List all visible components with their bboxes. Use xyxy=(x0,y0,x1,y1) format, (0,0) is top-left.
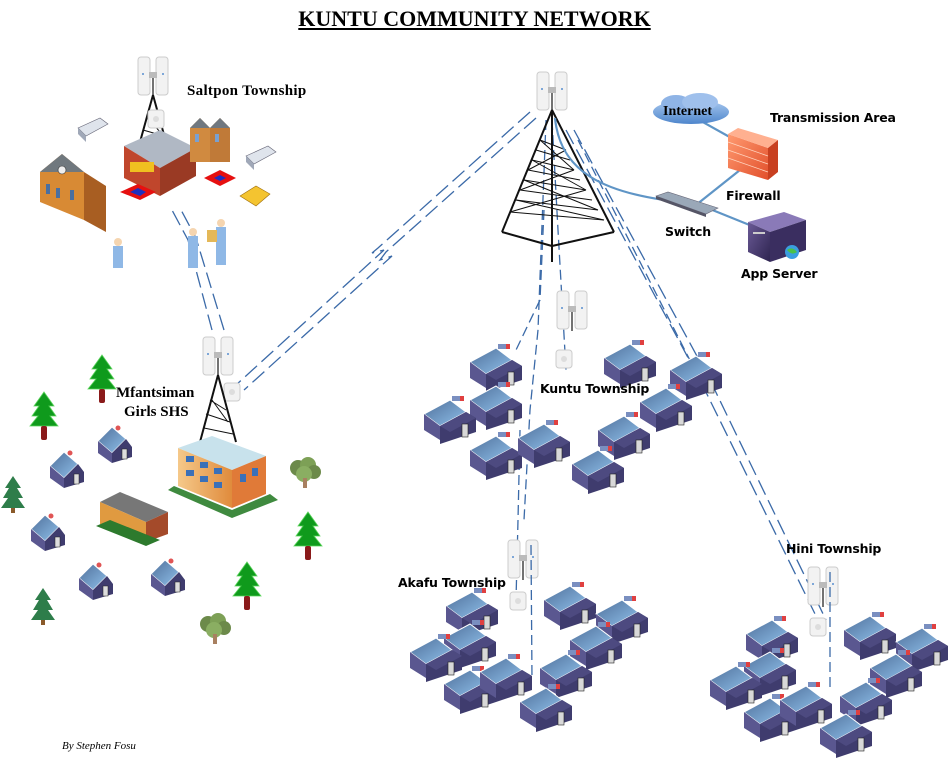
link-tower-hini-2 xyxy=(573,129,827,621)
akafu-township xyxy=(409,539,649,733)
mfantsiman-label-line1: Mfantsiman xyxy=(116,385,195,401)
link-mfantsiman-saltpon xyxy=(171,209,213,331)
app-server-label: App Server xyxy=(741,266,818,281)
link-tower-hini xyxy=(565,129,819,621)
akafu-township-label: Akafu Township xyxy=(398,575,506,590)
server-icon xyxy=(748,212,806,262)
link-tower-mfantsiman xyxy=(235,111,531,386)
internet-label: Internet xyxy=(663,104,712,119)
firewall-label: Firewall xyxy=(726,188,781,203)
link-mfantsiman-saltpon-2 xyxy=(179,207,225,331)
akafu-uplink xyxy=(530,544,533,681)
link-firewall-switch xyxy=(695,169,741,206)
mfantsiman-label-line2: Girls SHS xyxy=(124,404,189,420)
cloud-icon xyxy=(653,93,729,124)
transmission-area-label: Transmission Area xyxy=(770,110,896,125)
hini-township-label: Hini Township xyxy=(786,541,882,556)
link-tower-switch xyxy=(553,117,691,205)
wired-links xyxy=(553,115,753,228)
switch-icon xyxy=(655,191,719,217)
link-tower-mfantsiman-2 xyxy=(243,117,537,391)
link-tower-kuntu-3 xyxy=(515,209,545,351)
switch-label: Switch xyxy=(665,224,711,239)
saltpon-township-label: Saltpon Township xyxy=(187,83,307,99)
mfantsiman-girls-shs xyxy=(96,336,278,546)
link-tower-kuntu xyxy=(523,119,547,521)
author-credit: By Stephen Fosu xyxy=(62,740,136,752)
firewall-icon xyxy=(727,128,778,180)
saltpon-township xyxy=(40,56,277,268)
hini-township xyxy=(709,566,949,759)
kuntu-township-label: Kuntu Township xyxy=(540,381,650,396)
diagram-title: KUNTU COMMUNITY NETWORK xyxy=(298,6,651,31)
